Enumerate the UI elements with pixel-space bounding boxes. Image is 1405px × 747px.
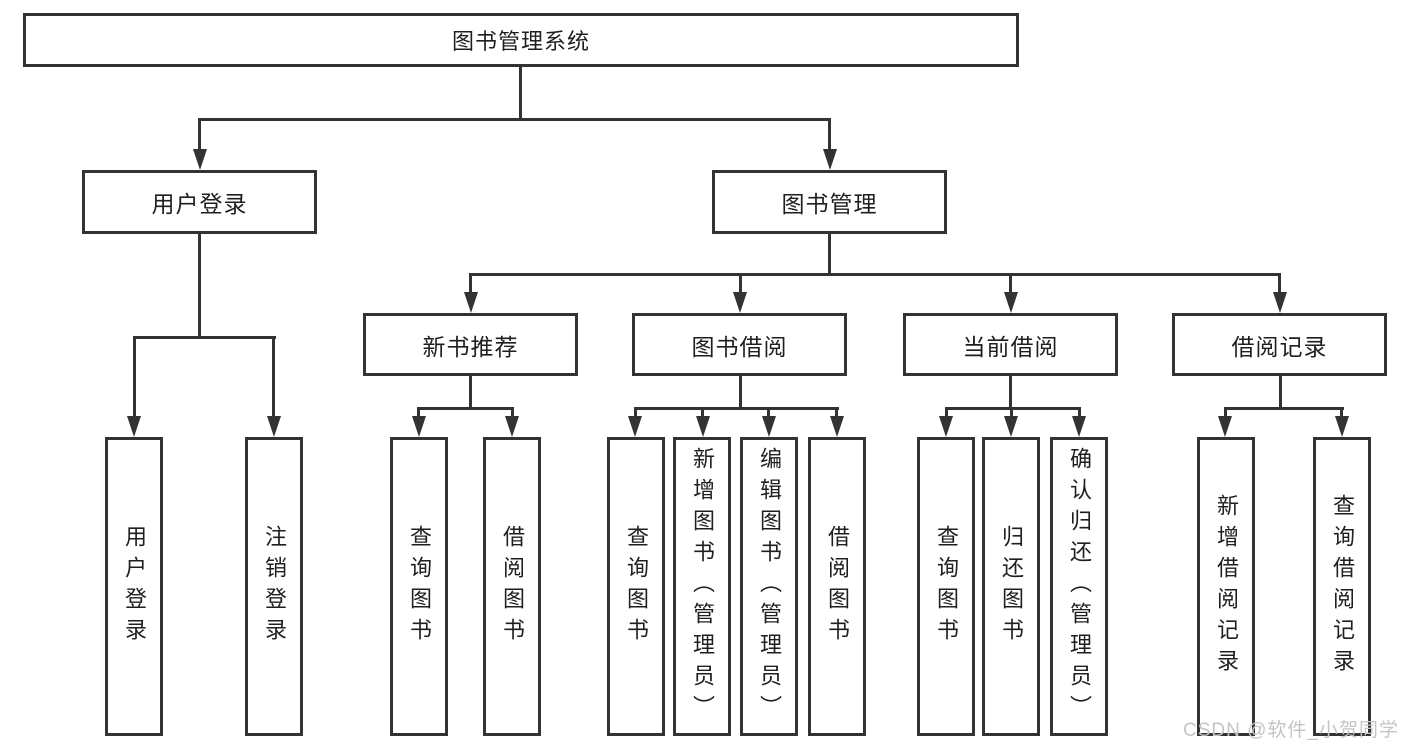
node-label: 图书管理 (781, 191, 878, 217)
leaf-borrow-books-1: 借阅图书 (483, 437, 541, 736)
arrow-to-leaf-query-books-3 (939, 407, 953, 437)
arrow-to-leaf-user-login (127, 336, 141, 437)
arrow-to-current-borrow (1003, 273, 1018, 313)
arrow-to-new-book-recommend (463, 273, 478, 313)
connector-book-mgmt-branch (469, 273, 1281, 276)
arrowhead-icon (1272, 292, 1287, 313)
connector-borrow-record-branch (1223, 407, 1344, 410)
arrow-to-leaf-query-borrow-record (1334, 407, 1349, 437)
connector-book-borrow-stem (738, 376, 742, 410)
node-label: 图书借阅 (691, 333, 788, 360)
arrowhead-icon (939, 416, 953, 437)
arrow-to-leaf-logout (266, 336, 281, 437)
arrowhead-icon (127, 416, 141, 437)
leaf-label: 确认归还（管理员） (1067, 447, 1092, 726)
arrow-to-user-login (192, 118, 207, 170)
connector-book-borrow-branch (633, 407, 839, 410)
connector-book-mgmt-stem (828, 234, 831, 276)
arrowhead-icon (733, 292, 747, 313)
arrow-to-leaf-confirm-return (1072, 407, 1086, 437)
arrowhead-icon (1004, 416, 1018, 437)
arrowhead-icon (505, 416, 519, 437)
arrow-to-leaf-edit-books (761, 407, 776, 437)
connector-new-book-branch (417, 407, 514, 410)
leaf-label: 编辑图书（管理员） (757, 447, 782, 726)
connector-root-stem (519, 67, 522, 119)
leaf-return-books: 归还图书 (982, 437, 1040, 736)
leaf-add-books-admin: 新增图书（管理员） (673, 437, 731, 736)
arrow-to-leaf-borrow-books-2 (829, 407, 844, 437)
connector-root-branch (198, 118, 831, 121)
leaf-label: 新增借阅记录 (1214, 493, 1239, 680)
node-book-management: 图书管理 (712, 170, 947, 234)
leaf-query-books-3: 查询图书 (917, 437, 975, 736)
leaf-label: 注销登录 (262, 524, 287, 649)
node-borrow-record: 借阅记录 (1172, 313, 1387, 376)
arrowhead-icon (266, 416, 281, 437)
arrow-to-leaf-add-books (695, 407, 710, 437)
node-root-library-system: 图书管理系统 (23, 13, 1019, 67)
node-label: 借阅记录 (1231, 333, 1328, 360)
node-user-login: 用户登录 (82, 170, 317, 234)
leaf-borrow-books-2: 借阅图书 (808, 437, 866, 736)
arrowhead-icon (822, 149, 837, 170)
connector-user-login-branch (132, 336, 276, 339)
arrow-to-book-management (822, 118, 837, 170)
arrow-to-leaf-query-books-2 (628, 407, 642, 437)
node-label: 新书推荐 (422, 333, 519, 360)
leaf-label: 新增图书（管理员） (690, 447, 715, 726)
arrowhead-icon (192, 149, 207, 170)
leaf-logout: 注销登录 (245, 437, 303, 736)
connector-user-login-stem (198, 234, 201, 339)
arrow-to-borrow-record (1272, 273, 1287, 313)
leaf-user-login: 用户登录 (105, 437, 163, 736)
arrowhead-icon (1218, 416, 1232, 437)
leaf-label: 查询图书 (624, 524, 649, 649)
node-book-borrow: 图书借阅 (632, 313, 847, 376)
leaf-label: 借阅图书 (825, 524, 850, 649)
leaf-add-borrow-record: 新增借阅记录 (1197, 437, 1255, 736)
leaf-query-borrow-record: 查询借阅记录 (1313, 437, 1371, 736)
leaf-label: 查询借阅记录 (1330, 493, 1355, 680)
arrowhead-icon (463, 292, 478, 313)
csdn-watermark: CSDN @软件_小贺同学 (1183, 720, 1399, 741)
leaf-confirm-return-admin: 确认归还（管理员） (1050, 437, 1108, 736)
arrowhead-icon (761, 416, 776, 437)
arrowhead-icon (411, 416, 426, 437)
arrow-to-leaf-return-books (1004, 407, 1018, 437)
leaf-edit-books-admin: 编辑图书（管理员） (740, 437, 798, 736)
leaf-query-books-1: 查询图书 (390, 437, 448, 736)
leaf-label: 借阅图书 (500, 524, 525, 649)
arrowhead-icon (1334, 416, 1349, 437)
leaf-label: 归还图书 (999, 524, 1024, 649)
node-label: 当前借阅 (962, 333, 1059, 360)
arrow-to-leaf-borrow-books-1 (505, 407, 519, 437)
node-label: 用户登录 (151, 191, 248, 217)
connector-new-book-stem (469, 376, 472, 410)
connector-borrow-record-stem (1278, 376, 1282, 410)
leaf-query-books-2: 查询图书 (607, 437, 665, 736)
arrowhead-icon (1003, 292, 1018, 313)
connector-current-borrow-stem (1009, 376, 1012, 410)
connector-current-borrow-branch (944, 407, 1081, 410)
leaf-label: 查询图书 (407, 524, 432, 649)
arrowhead-icon (628, 416, 642, 437)
arrowhead-icon (829, 416, 844, 437)
arrow-to-leaf-add-borrow-record (1218, 407, 1232, 437)
node-label: 图书管理系统 (451, 29, 590, 54)
arrow-to-book-borrow (733, 273, 747, 313)
arrowhead-icon (1072, 416, 1086, 437)
node-current-borrow: 当前借阅 (903, 313, 1118, 376)
leaf-label: 用户登录 (122, 524, 147, 649)
leaf-label: 查询图书 (934, 524, 959, 649)
arrow-to-leaf-query-books-1 (411, 407, 426, 437)
node-new-book-recommend: 新书推荐 (363, 313, 578, 376)
arrowhead-icon (695, 416, 710, 437)
